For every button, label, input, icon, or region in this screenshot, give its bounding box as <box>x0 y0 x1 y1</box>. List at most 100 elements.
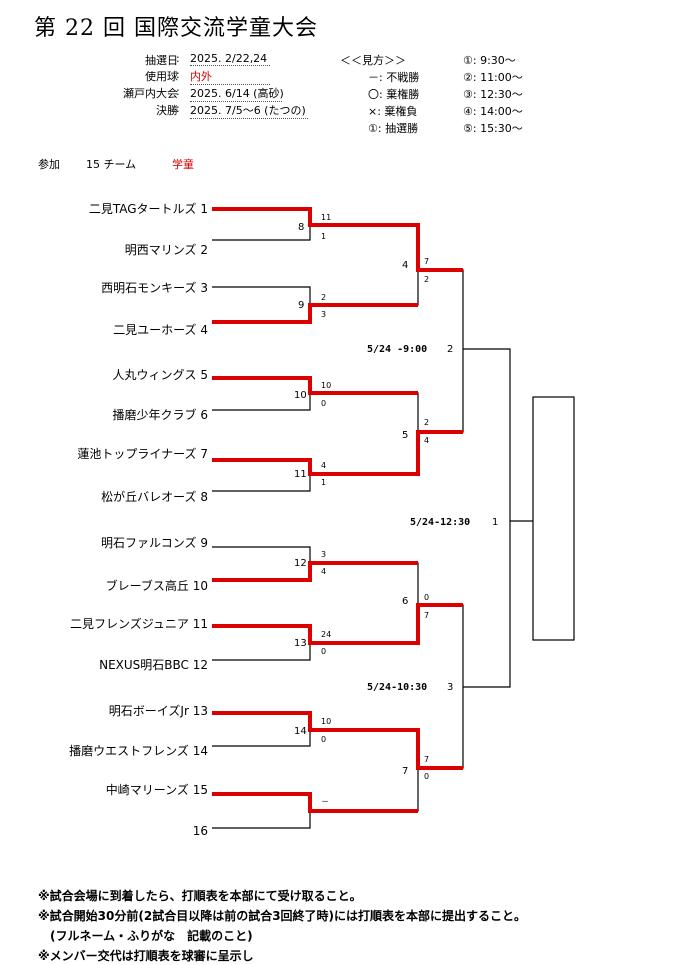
legend-time-5: ⑤: 15:30〜 <box>463 122 523 135</box>
team-3: 西明石モンキーズ 3 <box>101 281 208 295</box>
r2-score-top: 7 <box>424 257 430 266</box>
legend-heading: ＜＜見方＞＞ <box>340 54 406 67</box>
team-1: 二見TAGタートルズ 1 <box>88 202 208 216</box>
line-team-2 <box>212 225 311 241</box>
r2-game-no: 6 <box>402 596 409 607</box>
info-label-setouchi: 瀬戸内大会 <box>123 87 178 100</box>
line-team-6 <box>212 393 311 411</box>
note-1: ※試合会場に到着したら、打順表を本部にて受け取ること。 <box>38 889 362 903</box>
winner-path-team-15 <box>212 792 418 813</box>
winner-path-team-13 <box>212 711 463 770</box>
participation-category: 学童 <box>172 158 194 171</box>
r1-game-no: 9 <box>298 300 305 311</box>
champion-box <box>532 396 575 641</box>
r1-score-top: 4 <box>321 461 327 470</box>
r2-game-no: 7 <box>402 766 409 777</box>
team-5: 人丸ウィングス 5 <box>112 368 208 382</box>
winner-path-team-5 <box>212 376 418 395</box>
r1-score-bottom: 1 <box>321 478 327 487</box>
line-semi-a <box>463 348 511 521</box>
r2-score-bottom: 0 <box>424 772 430 781</box>
r1-game-no: 12 <box>294 558 307 569</box>
r1-score-bottom: 4 <box>321 567 327 576</box>
semi-2-game-no: 3 <box>447 682 454 693</box>
team-6: 播磨少年クラブ 6 <box>112 408 208 422</box>
legend-time-3: ③: 12:30〜 <box>463 88 523 101</box>
line-semi-b <box>463 521 511 688</box>
r1-score-bottom: 0 <box>321 647 327 656</box>
r2-game-no: 5 <box>402 430 409 441</box>
line-team-14 <box>212 730 311 747</box>
info-value-setouchi: 2025. 6/14 (高砂) <box>190 87 284 102</box>
r1-score-top: 11 <box>321 213 332 222</box>
participation-label: 参加 <box>38 158 60 171</box>
r2-score-bottom: 4 <box>424 436 430 445</box>
semi-2-schedule: 5/24-10:30 <box>367 682 428 693</box>
winner-path-team-7 <box>212 430 463 476</box>
participation-count: 15 チーム <box>86 158 137 171</box>
r1-score-bottom: 3 <box>321 310 327 319</box>
legend-item-walkover: －: 不戦勝 <box>368 71 420 84</box>
winner-lines <box>212 207 463 813</box>
team-12: NEXUS明石BBC 12 <box>99 658 208 672</box>
team-2: 明西マリンズ 2 <box>124 243 208 257</box>
team-14: 播磨ウエストフレンズ 14 <box>69 744 208 758</box>
semi-1-game-no: 2 <box>447 344 454 355</box>
winner-path-team-11 <box>212 603 463 645</box>
r1-game-no: 11 <box>294 469 307 480</box>
info-label-draw-date: 抽選日 <box>145 54 178 67</box>
line-team-15 <box>212 793 318 812</box>
line-team-4 <box>212 305 311 323</box>
line-team-12 <box>212 643 311 661</box>
r1-score-bottom: 0 <box>321 399 327 408</box>
r2-score-top: 2 <box>424 418 430 427</box>
r1-game-no: 14 <box>294 726 307 737</box>
r1-score-top: 10 <box>321 381 332 390</box>
r1-game-no: 10 <box>294 390 307 401</box>
final-game-no: 1 <box>492 517 499 528</box>
r1-score-bottom: 1 <box>321 232 327 241</box>
info-label-ball: 使用球 <box>145 70 178 83</box>
team-15: 中崎マリーンズ 15 <box>105 783 208 797</box>
winner-path-team-4 <box>212 303 418 324</box>
winner-path-team-1 <box>212 207 463 272</box>
r1-score-bottom: 0 <box>321 735 327 744</box>
r1-score-bottom: － <box>321 797 329 806</box>
team-10: ブレーブス高丘 10 <box>105 579 208 593</box>
team-16: 16 <box>192 824 208 838</box>
semi-1-schedule: 5/24 -9:00 <box>367 344 428 355</box>
legend-item-forfeit-loss: ×: 棄権負 <box>368 105 418 118</box>
note-4: ※メンバー交代は打順表を球審に呈示し <box>38 949 254 963</box>
r2-score-top: 0 <box>424 593 430 602</box>
line-r2-g <box>318 729 419 768</box>
line-r2-f <box>318 605 419 644</box>
r1-score-top: 10 <box>321 717 332 726</box>
info-label-final: 決勝 <box>156 104 178 117</box>
bracket-lines <box>212 208 533 829</box>
r1-score-top: 24 <box>321 630 332 639</box>
info-value-ball: 内外 <box>190 68 270 85</box>
page-title: 第 22 回 国際交流学童大会 <box>34 16 318 41</box>
r2-game-no: 4 <box>402 260 409 271</box>
final-schedule: 5/24-12:30 <box>410 517 471 528</box>
r2-score-top: 7 <box>424 755 430 764</box>
line-r2-b <box>318 270 419 306</box>
r1-game-no: 8 <box>298 222 305 233</box>
r1-game-no: 13 <box>294 638 307 649</box>
winner-path-team-10 <box>212 561 418 582</box>
legend-time-1: ①: 9:30〜 <box>463 54 516 67</box>
team-9: 明石ファルコンズ 9 <box>101 536 208 550</box>
r2-score-bottom: 7 <box>424 611 430 620</box>
note-3: (フルネーム・ふりがな 記載のこと) <box>38 929 253 943</box>
team-4: 二見ユーホーズ 4 <box>113 323 208 337</box>
legend-time-4: ④: 14:00〜 <box>463 105 523 118</box>
note-2: ※試合開始30分前(2試合目以降は前の試合3回終了時)には打順表を本部に提出する… <box>38 909 527 923</box>
info-value-draw-date: 2025. 2/22,24 <box>190 52 270 66</box>
r1-score-top: 2 <box>321 293 327 302</box>
team-13: 明石ボーイズJr 13 <box>108 704 208 718</box>
legend-time-2: ②: 11:00〜 <box>463 71 523 84</box>
legend-item-lottery-win: ①: 抽選勝 <box>368 122 419 135</box>
line-team-8 <box>212 474 311 492</box>
team-11: 二見フレンズジュニア 11 <box>69 617 208 631</box>
